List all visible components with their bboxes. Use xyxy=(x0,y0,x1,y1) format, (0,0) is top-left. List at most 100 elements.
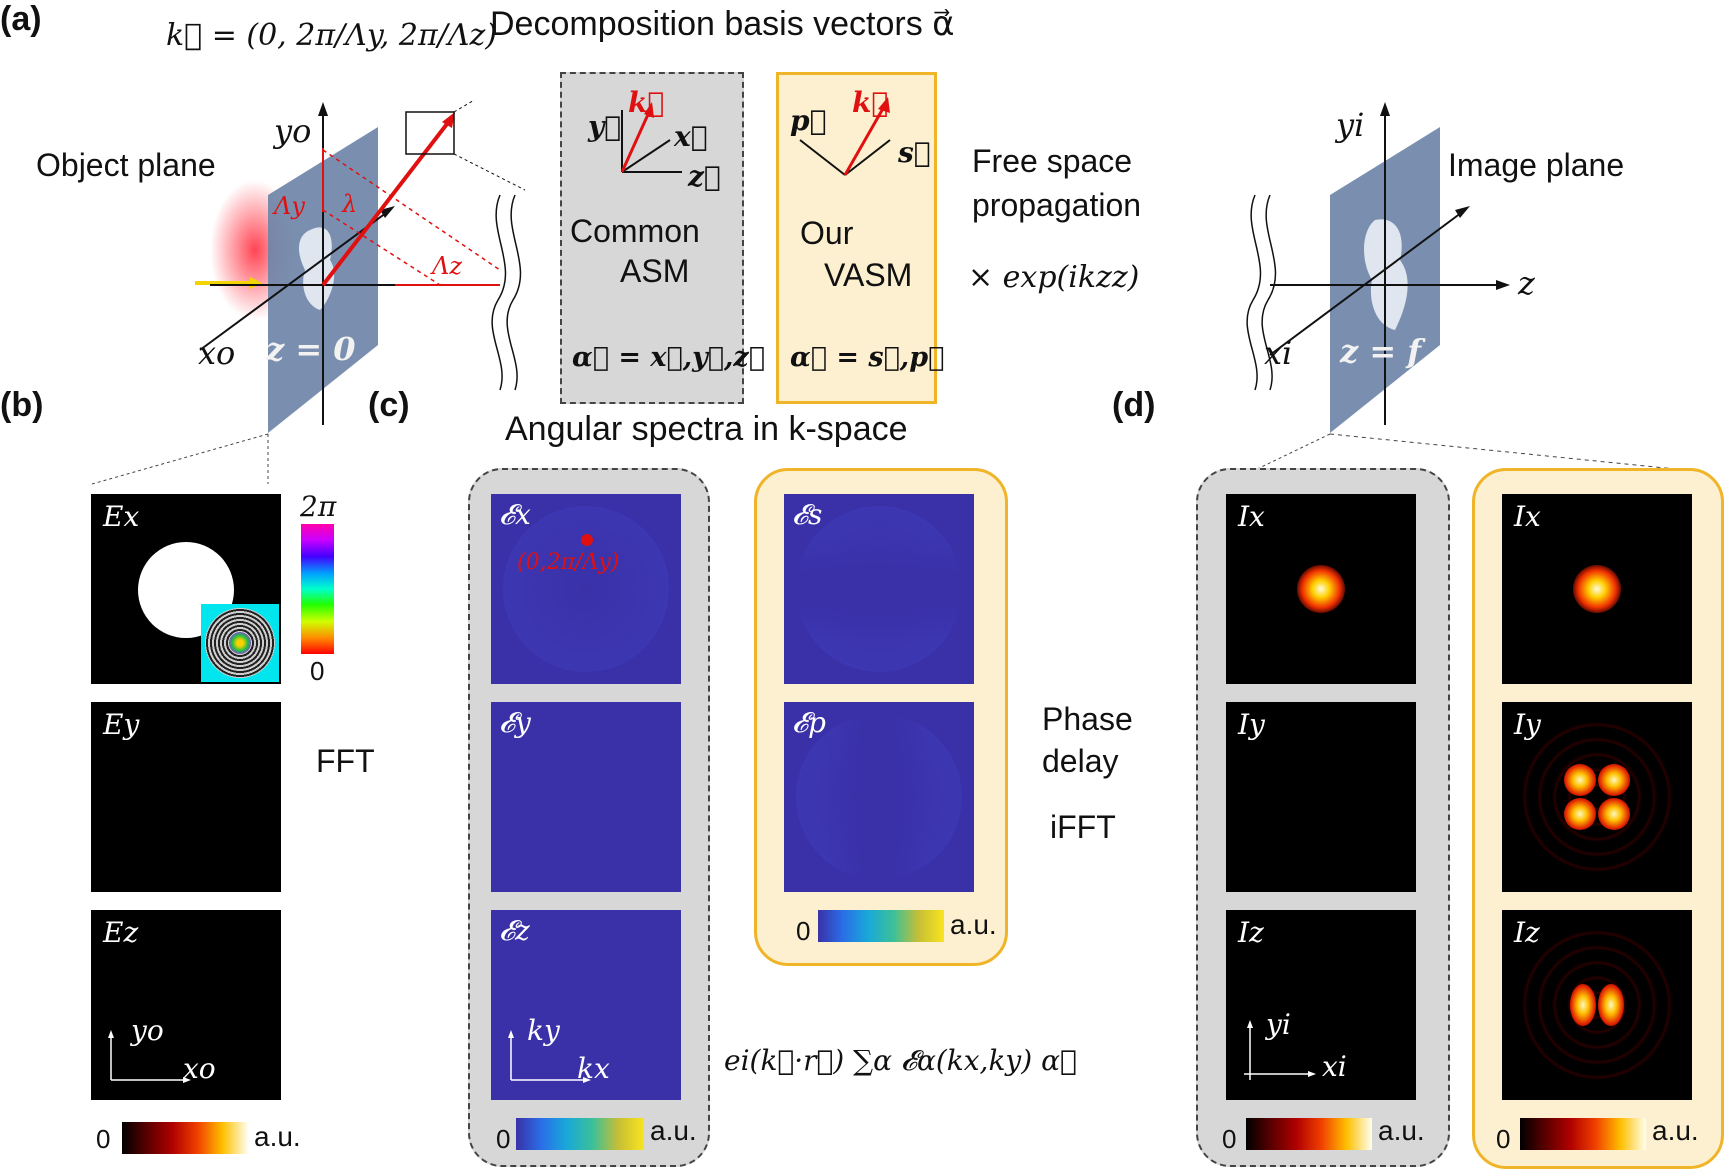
object-plane-label: Object plane xyxy=(36,147,216,183)
expansion-formula: ei(k⃗·r⃗) ∑α 𝓔α(kx,ky) α⃗ xyxy=(724,1044,1077,1077)
panel-c-cbar-min: 0 xyxy=(496,1124,511,1154)
vasm-axes-icon xyxy=(799,97,891,176)
asm-vec-z: z⃗ xyxy=(688,160,721,193)
ez-axis-ky: ky xyxy=(527,1014,560,1047)
panel-d-common-cbar-unit: a.u. xyxy=(1378,1115,1425,1146)
ex-field-image: Ex xyxy=(91,494,281,684)
panel-label-a: (a) xyxy=(0,0,42,38)
k-vector xyxy=(321,118,452,287)
asm-vec-y: y⃗ xyxy=(588,110,622,143)
iy-common-image: Iy xyxy=(1226,702,1416,892)
iz-axis-yi: yi xyxy=(1266,1008,1291,1041)
panel-d-common-colorbar xyxy=(1246,1118,1372,1150)
phase-inset xyxy=(201,604,279,682)
image-plane-diagram xyxy=(1246,102,1510,433)
object-plane-eq: z = 0 xyxy=(266,330,356,368)
ez-axis-yo: yo xyxy=(131,1014,164,1047)
phase-min-label: 0 xyxy=(310,656,325,686)
asm-name-line2: ASM xyxy=(620,253,690,289)
image-plane-label: Image plane xyxy=(1448,147,1625,183)
panel-c-cbar-unit: a.u. xyxy=(650,1115,697,1146)
ix-common-image: Ix xyxy=(1226,494,1416,684)
panel-label-c: (c) xyxy=(368,386,410,424)
axis-yi-label: yi xyxy=(1336,106,1365,144)
ex-label: Ex xyxy=(103,500,140,533)
k-point-label: (0,2π/Λy) xyxy=(517,550,620,575)
vasm-name-line1: Our xyxy=(800,215,854,251)
propagation-factor: × exp(ikzz) xyxy=(968,260,1140,295)
panel-b-colorbar xyxy=(122,1122,248,1154)
ix-common-label: Ix xyxy=(1238,500,1265,533)
propagation-line1: Free space xyxy=(972,143,1133,179)
phase-colorbar xyxy=(301,524,334,654)
ez-axis-xo: xo xyxy=(183,1052,216,1085)
ez-field-image: Ez yo xo xyxy=(91,910,281,1100)
ix-ours-image: Ix xyxy=(1502,494,1692,684)
wavelength-label: λ xyxy=(342,190,358,218)
es-spectrum-image: 𝓔s xyxy=(784,494,974,684)
axis-xo-label: xo xyxy=(198,334,236,372)
iz-common-label: Iz xyxy=(1238,916,1264,949)
phase-delay-line2: delay xyxy=(1042,743,1119,779)
k-axes-icon xyxy=(508,1030,591,1083)
k-vector-equation: k⃗ = (0, 2π/Λy, 2π/Λz) xyxy=(166,18,497,53)
lambda-z-label: Λz xyxy=(432,252,462,280)
common-asm-axes-icon xyxy=(620,102,682,173)
vasm-name-line2: VASM xyxy=(824,257,913,293)
ep-spectrum-image: 𝓔p xyxy=(784,702,974,892)
panel-d-common-cbar-min: 0 xyxy=(1222,1124,1237,1154)
basis-title: Decomposition basis vectors α⃗ xyxy=(490,5,955,43)
panel-b-cbar-min: 0 xyxy=(96,1124,111,1154)
iy-ours-image: Iy xyxy=(1502,702,1692,892)
axis-yo-label: yo xyxy=(274,112,312,150)
our-vasm-box xyxy=(776,72,937,404)
iz-common-image: Iz yi xi xyxy=(1226,910,1416,1100)
axis-z-label: z xyxy=(1518,264,1535,302)
ey-label: Ey xyxy=(103,708,140,741)
ifft-label: iFFT xyxy=(1050,809,1116,845)
zoom-box xyxy=(405,111,455,155)
ez-spectrum-label: 𝓔z xyxy=(499,914,530,947)
fft-label: FFT xyxy=(316,743,375,779)
phase-delay-line1: Phase xyxy=(1042,701,1133,737)
asm-basis: α⃗ = x⃗,y⃗,z⃗ xyxy=(572,342,765,373)
iz-ours-label: Iz xyxy=(1514,916,1540,949)
panel-b-cbar-unit: a.u. xyxy=(254,1121,301,1152)
iz-ours-image: Iz xyxy=(1502,910,1692,1100)
ex-spectrum-image: (0,2π/Λy) 𝓔x xyxy=(491,494,681,684)
iy-common-label: Iy xyxy=(1238,708,1265,741)
axis-xi-label: xi xyxy=(1264,334,1293,372)
panel-label-d: (d) xyxy=(1112,386,1156,424)
ey-spectrum-image: 𝓔y xyxy=(491,702,681,892)
ey-field-image: Ey xyxy=(91,702,281,892)
k-point-marker xyxy=(581,534,593,546)
panel-c-ours-colorbar xyxy=(818,910,944,942)
object-plane-diagram xyxy=(195,100,526,433)
panel-c-ours-cbar-min: 0 xyxy=(796,916,811,946)
ep-spectrum-label: 𝓔p xyxy=(792,706,826,739)
object-shape xyxy=(298,227,335,310)
panel-c-ours-cbar-unit: a.u. xyxy=(950,909,997,940)
iz-axis-xi: xi xyxy=(1322,1050,1347,1083)
phase-max-label: 2π xyxy=(300,490,337,523)
ez-spectrum-image: 𝓔z ky kx xyxy=(491,910,681,1100)
asm-vec-k: k⃗ xyxy=(628,86,665,119)
common-asm-box xyxy=(560,72,744,404)
vasm-basis: α⃗ = s⃗,p⃗ xyxy=(790,342,945,373)
asm-name-line1: Common xyxy=(570,213,700,249)
panel-c-common-colorbar xyxy=(516,1118,644,1150)
ex-spectrum-label: 𝓔x xyxy=(499,498,531,531)
propagation-line2: propagation xyxy=(972,187,1142,223)
x-axis-image xyxy=(1269,209,1466,356)
panel-d-ours-cbar-min: 0 xyxy=(1496,1124,1511,1154)
ix-ours-label: Ix xyxy=(1514,500,1541,533)
ey-spectrum-label: 𝓔y xyxy=(499,706,531,739)
iy-ours-label: Iy xyxy=(1514,708,1541,741)
image-axes-icon xyxy=(1244,1020,1316,1080)
vasm-vec-p: p⃗ xyxy=(790,104,827,137)
panel-d-ours-colorbar xyxy=(1520,1118,1646,1150)
vasm-vec-k: k⃗ xyxy=(852,86,889,119)
lambda-y-label: Λy xyxy=(274,192,305,220)
panel-d-ours-cbar-unit: a.u. xyxy=(1652,1115,1699,1146)
image-plane-eq: z = f xyxy=(1340,332,1422,370)
